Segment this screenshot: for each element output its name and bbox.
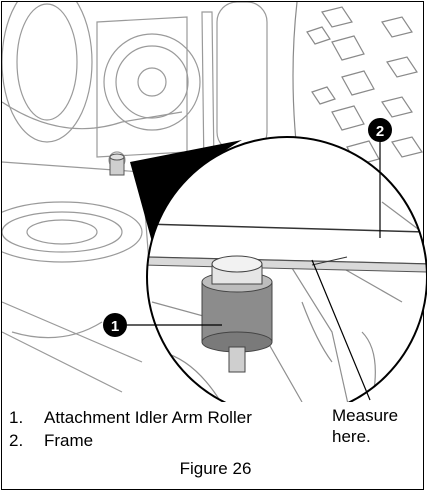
technical-illustration: 2 1 [2,2,427,402]
measure-note: Measure here. [332,405,412,447]
figure-caption: Figure 26 [179,459,252,478]
callout-2-number: 2 [376,123,384,140]
legend-number: 2. [9,431,24,450]
legend-text: Attachment Idler Arm Roller [44,408,252,427]
legend-text: Frame [44,431,94,450]
zoom-wedge [130,140,242,242]
frame-bar [147,223,427,265]
zoom-detail [147,201,427,402]
legend-number: 1. [9,408,24,427]
background-machinery [2,2,268,393]
callout-1-number: 1 [111,318,119,335]
legend: 1. Attachment Idler Arm Roller 2. Frame [9,406,252,452]
measure-note-line2: here. [332,427,371,446]
legend-item: 1. Attachment Idler Arm Roller [9,406,252,429]
idler-arm-roller [201,255,273,373]
callout-2-circle [368,118,392,142]
zoom-circle-border [146,136,427,402]
measure-leader [311,259,371,401]
roller-bolt-small [109,153,125,176]
legend-item: 2. Frame [9,429,252,452]
callout-1-circle [103,313,127,337]
measure-note-line1: Measure [332,406,399,425]
